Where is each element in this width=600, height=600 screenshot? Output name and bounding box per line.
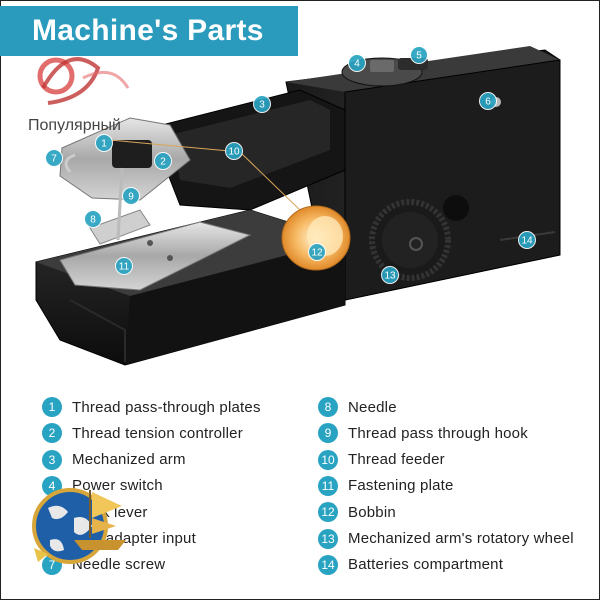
callout-marker-2: 2 <box>154 152 172 170</box>
legend-number-badge: 13 <box>318 528 338 549</box>
legend-number-badge: 8 <box>318 397 338 417</box>
legend-label: Mechanized arm <box>72 451 186 469</box>
callout-label-8: 8 <box>90 215 96 226</box>
globe-ship-logo-icon <box>32 488 126 564</box>
callout-label-14: 14 <box>521 236 533 247</box>
legend-number-badge: 11 <box>318 475 338 496</box>
legend-item-3: 3 Mechanized arm <box>42 449 186 470</box>
callout-marker-14: 14 <box>518 231 536 249</box>
legend-number-badge: 2 <box>42 423 62 444</box>
legend-item-13: 13 Mechanized arm's rotatory wheel <box>318 528 574 549</box>
callout-label-5: 5 <box>416 51 422 62</box>
legend-number-badge: 10 <box>318 449 338 470</box>
page-title: Machine's Parts <box>0 6 298 56</box>
legend-item-12: 12 Bobbin <box>318 502 396 523</box>
callout-label-3: 3 <box>259 100 265 111</box>
legend-item-8: 8 Needle <box>318 397 397 417</box>
callout-label-1: 1 <box>101 139 107 150</box>
legend-label: Needle screw <box>72 556 166 574</box>
legend-label: Needle <box>348 398 397 416</box>
callout-label-7: 7 <box>51 154 57 165</box>
legend-label: Thread pass through hook <box>348 424 528 442</box>
legend-item-2: 2 Thread tension controller <box>42 423 243 444</box>
legend-item-9: 9 Thread pass through hook <box>318 423 528 444</box>
legend-number-badge: 14 <box>318 554 338 575</box>
callout-label-11: 11 <box>119 262 130 273</box>
callout-label-9: 9 <box>128 192 134 203</box>
callout-label-10: 10 <box>228 147 240 158</box>
legend-item-14: 14 Batteries compartment <box>318 554 504 575</box>
legend-label: Thread tension controller <box>72 424 243 442</box>
callout-marker-3: 3 <box>253 95 271 113</box>
callout-marker-7: 7 <box>45 149 63 167</box>
callout-marker-9: 9 <box>122 187 140 205</box>
callout-marker-6: 6 <box>479 92 497 110</box>
callout-marker-4: 4 <box>348 54 366 72</box>
legend-label: Mechanized arm's rotatory wheel <box>348 530 574 547</box>
callout-label-6: 6 <box>485 97 491 108</box>
watermark-text: Популярный <box>28 117 121 134</box>
callout-marker-1: 1 <box>95 134 113 152</box>
callout-marker-12: 12 <box>308 243 326 261</box>
legend-label: Batteries compartment <box>348 556 504 574</box>
callout-label-12: 12 <box>311 248 323 259</box>
legend-number-badge: 1 <box>42 397 62 417</box>
callout-marker-8: 8 <box>84 210 102 228</box>
legend-label: Thread pass-through plates <box>72 398 261 416</box>
callout-marker-11: 11 <box>115 257 133 275</box>
legend-item-10: 10 Thread feeder <box>318 449 445 470</box>
callout-marker-13: 13 <box>381 266 399 284</box>
legend-number-badge: 3 <box>42 449 62 470</box>
legend-label: Power switch <box>72 477 163 495</box>
legend-label: Fastening plate <box>348 477 454 495</box>
callout-label-4: 4 <box>354 59 360 70</box>
legend-number-badge: 9 <box>318 423 338 444</box>
callout-label-2: 2 <box>160 157 166 168</box>
legend-label: Thread feeder <box>348 451 445 469</box>
callout-marker-5: 5 <box>410 46 428 64</box>
legend-item-11: 11 Fastening plate <box>318 475 454 496</box>
watermark-logo-icon <box>37 57 130 105</box>
callout-label-13: 13 <box>384 271 396 282</box>
legend-number-badge: 12 <box>318 502 338 523</box>
legend-item-1: 1 Thread pass-through plates <box>42 397 261 417</box>
fastening-plate-metal <box>59 221 252 291</box>
callout-marker-10: 10 <box>225 142 243 160</box>
legend-label: Bobbin <box>348 503 396 521</box>
